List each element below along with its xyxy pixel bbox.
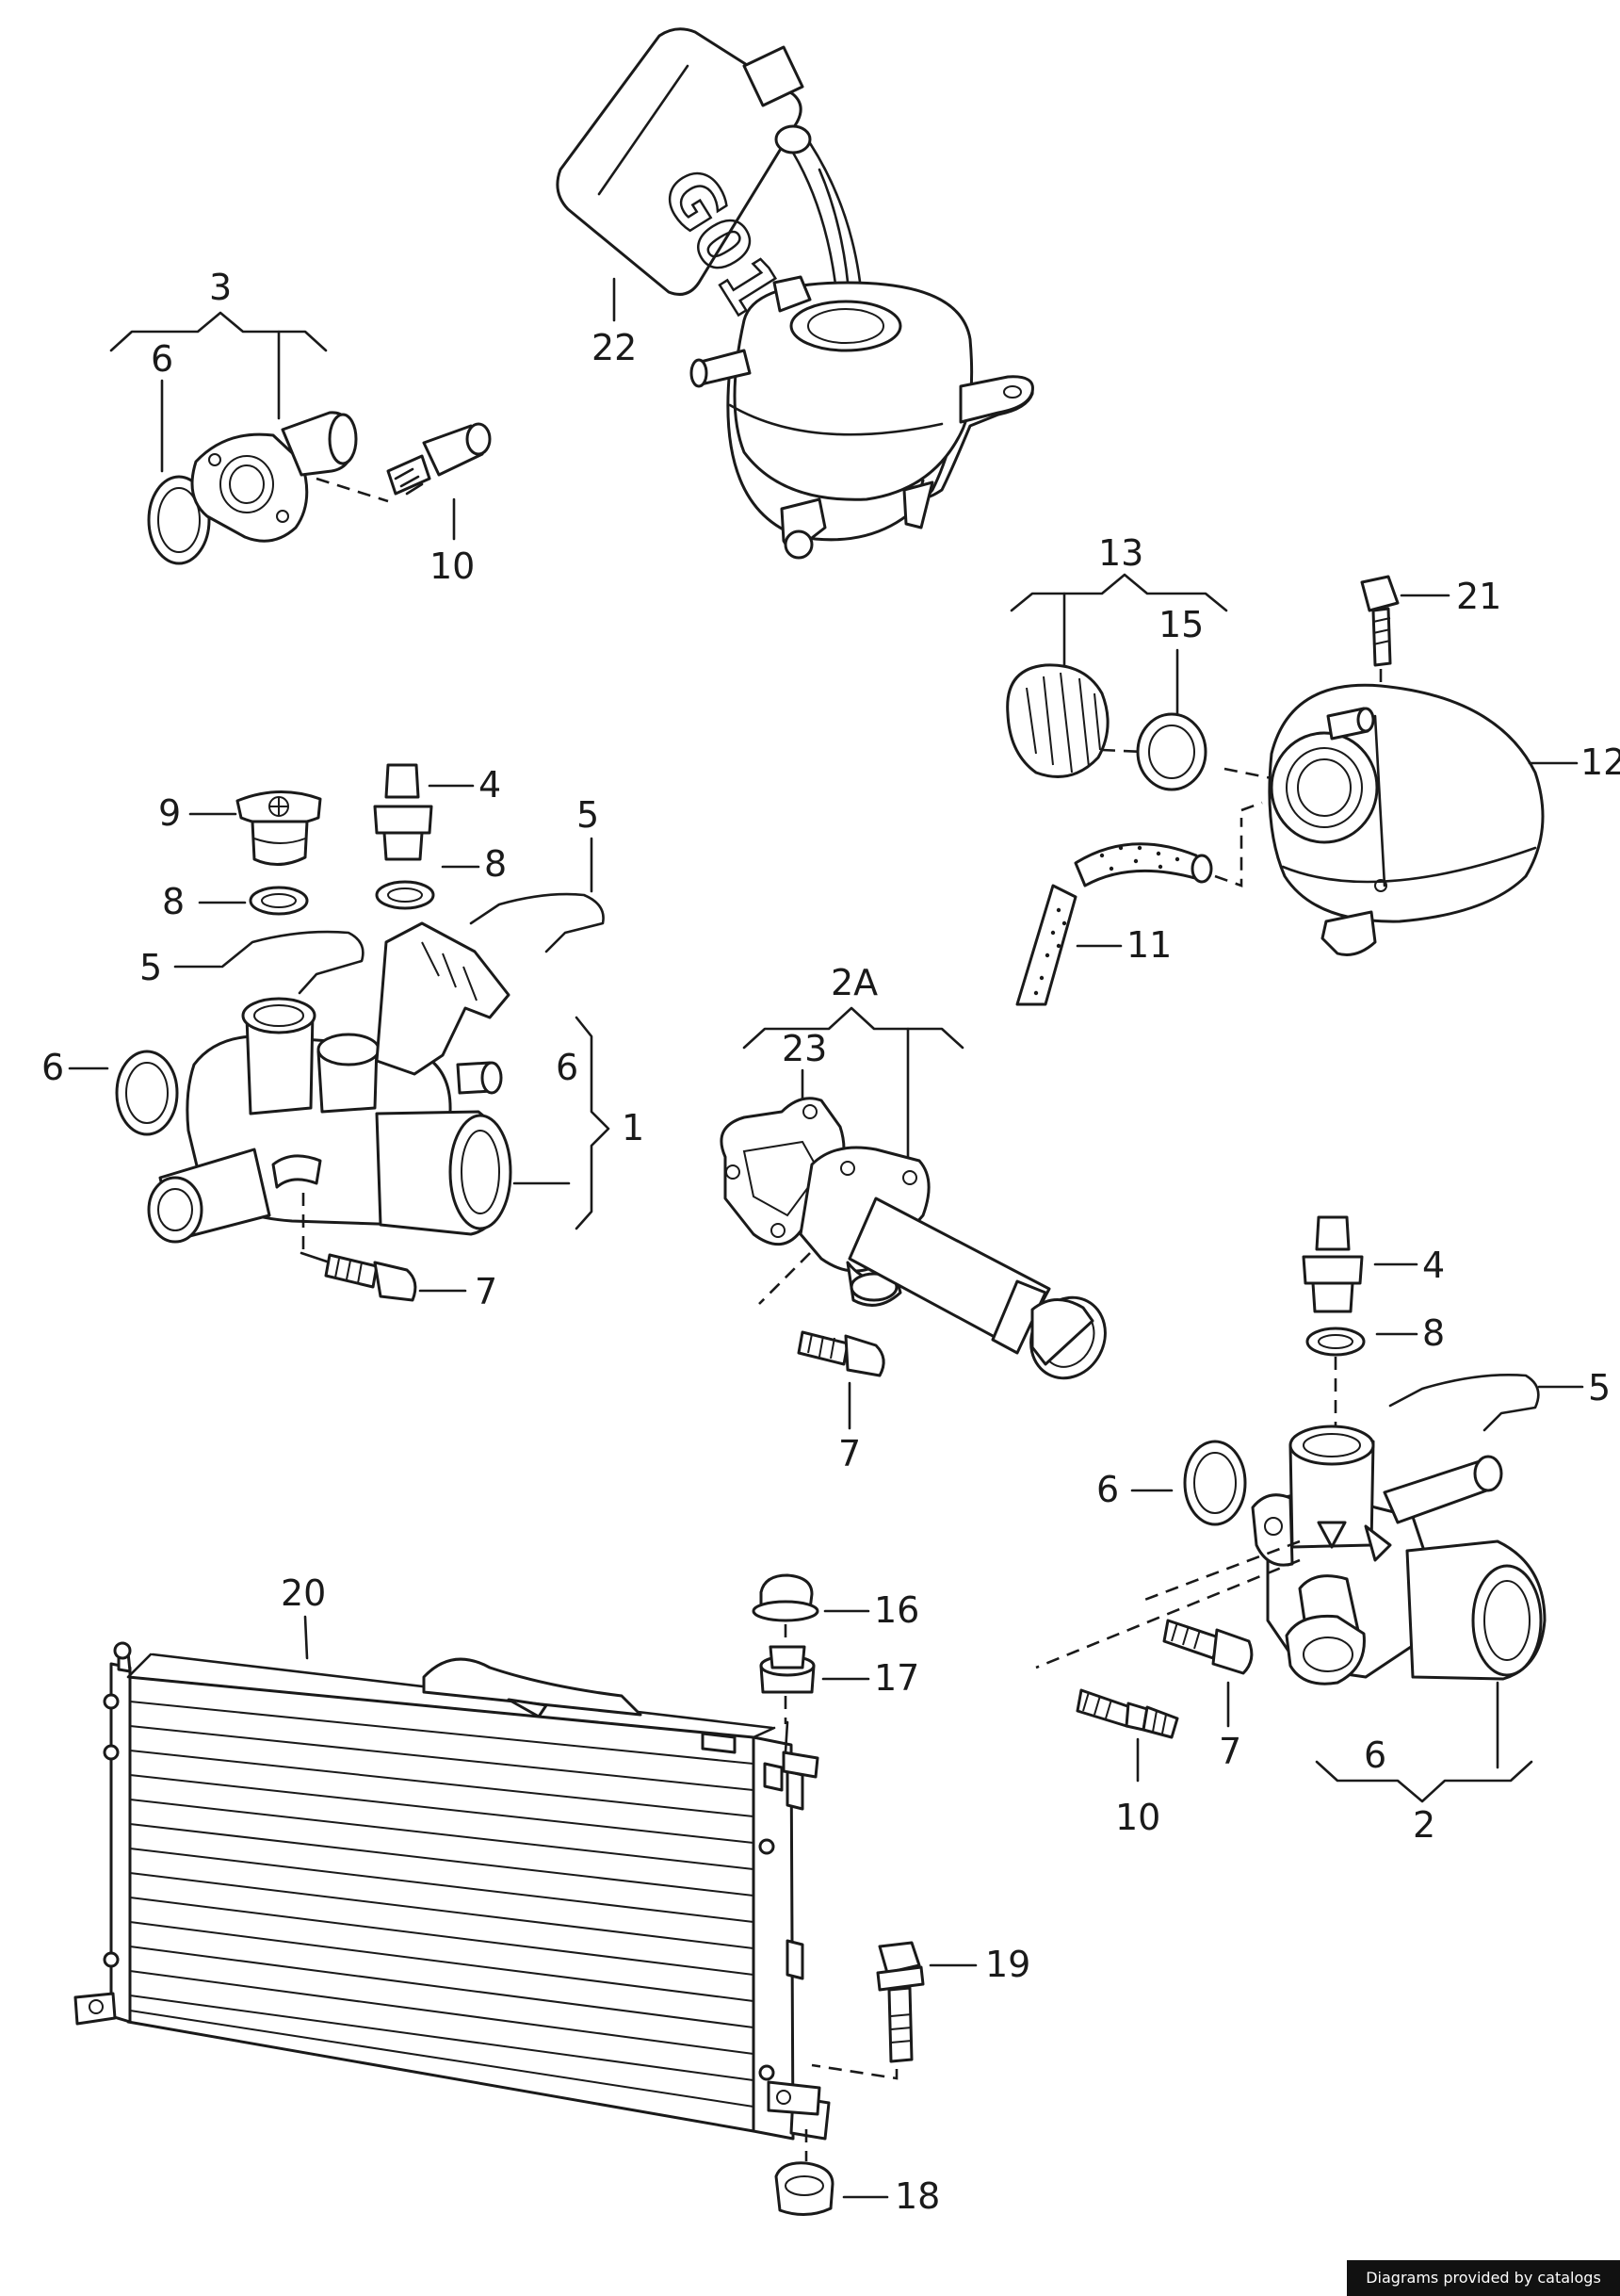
- label-15-text: 15: [1158, 604, 1204, 645]
- label-9-text: 9: [158, 792, 181, 834]
- group-2a: 2A 23 7: [720, 962, 1107, 1474]
- label-4b-text: 4: [1422, 1245, 1445, 1286]
- label-23-text: 23: [782, 1028, 827, 1069]
- hose-11: 11: [1015, 801, 1263, 1006]
- label-5a-text: 5: [576, 794, 599, 836]
- label-8c-text: 8: [1422, 1312, 1445, 1354]
- label-8a-text: 8: [162, 881, 185, 922]
- label-2a-text: 2A: [831, 962, 878, 1003]
- group-3: 3 6 10: [109, 267, 492, 587]
- label-8b-text: 8: [484, 843, 507, 885]
- label-6d-text: 6: [1096, 1469, 1119, 1510]
- label-22-text: 22: [591, 327, 637, 368]
- label-22: 22: [591, 277, 637, 368]
- group-2: 4 8 5 6 7: [1035, 1215, 1611, 1846]
- group-13: 13 15: [1006, 532, 1291, 791]
- label-7a-text: 7: [475, 1271, 497, 1312]
- diagram-credit: Diagrams provided by catalogs parts: [1347, 2260, 1620, 2296]
- label-7b-text: 7: [838, 1433, 861, 1474]
- mount-17: 17: [759, 1624, 919, 1724]
- label-21-text: 21: [1456, 576, 1501, 617]
- expansion-tank-top: [689, 275, 1034, 560]
- label-7c-text: 7: [1219, 1731, 1241, 1772]
- bolt-19: 19: [811, 1941, 1030, 2080]
- label-10a-text: 10: [429, 546, 475, 587]
- label-1-text: 1: [622, 1107, 644, 1148]
- bolt-21: 21: [1360, 575, 1501, 716]
- label-6e-text: 6: [1364, 1734, 1386, 1776]
- label-18-text: 18: [895, 2175, 940, 2217]
- label-2-text: 2: [1413, 1804, 1435, 1846]
- mount-18: 18: [774, 2129, 940, 2217]
- label-20-text: 20: [281, 1572, 326, 1614]
- label-6b-text: 6: [41, 1047, 64, 1088]
- label-6c-text: 6: [556, 1047, 578, 1088]
- mount-16: 16: [752, 1573, 919, 1631]
- label-5c-text: 5: [1588, 1367, 1611, 1409]
- label-13-text: 13: [1098, 532, 1143, 574]
- label-4a-text: 4: [478, 764, 501, 806]
- group-1: 9 4 8 8 5 5 6: [41, 763, 644, 1312]
- label-19-text: 19: [985, 1944, 1030, 1985]
- label-16-text: 16: [874, 1589, 919, 1631]
- label-11-text: 11: [1126, 924, 1172, 966]
- radiator: 20: [73, 1572, 831, 2141]
- label-3-text: 3: [209, 267, 232, 308]
- label-6a-text: 6: [151, 338, 173, 380]
- label-5b-text: 5: [139, 947, 162, 988]
- label-17-text: 17: [874, 1657, 919, 1699]
- expansion-tank-12: 12: [1268, 683, 1620, 956]
- label-10b-text: 10: [1115, 1797, 1160, 1838]
- label-12-text: 12: [1580, 741, 1620, 783]
